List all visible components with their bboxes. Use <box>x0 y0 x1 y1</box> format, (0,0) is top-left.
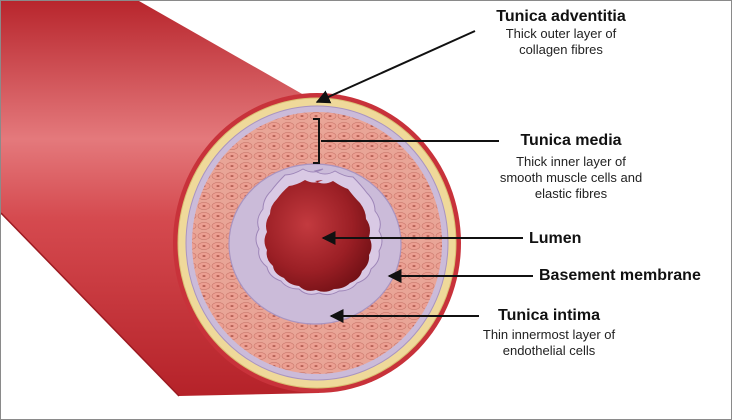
adventitia-desc-line1: Thick outer layer of <box>505 26 617 41</box>
media-bracket <box>313 118 320 164</box>
adventitia-pointer <box>315 30 476 104</box>
media-desc-line2: smooth muscle cells and <box>499 170 643 185</box>
media-desc-line1: Thick inner layer of <box>516 154 626 169</box>
basement-label-group: Basement membrane <box>539 266 719 285</box>
vessel-tube-edge <box>1 212 180 397</box>
intima-desc-line2: endothelial cells <box>502 343 596 358</box>
intima-desc-line1: Thin innermost layer of <box>482 327 616 342</box>
lumen-title: Lumen <box>529 230 582 247</box>
intima-label-group: Tunica intima Thin innermost layer of en… <box>469 306 629 359</box>
basement-title: Basement membrane <box>539 267 701 284</box>
lumen-label-group: Lumen <box>529 229 589 248</box>
media-desc-line3: elastic fibres <box>534 186 608 201</box>
adventitia-desc-line2: collagen fibres <box>519 42 603 57</box>
lumen-area <box>264 180 372 292</box>
adventitia-label-group: Tunica adventitia Thick outer layer of c… <box>471 7 651 58</box>
adventitia-title: Tunica adventitia <box>496 8 626 25</box>
media-title: Tunica media <box>520 132 622 149</box>
intima-title: Tunica intima <box>498 307 600 324</box>
media-label-group: Tunica media Thick inner layer of smooth… <box>481 131 661 202</box>
